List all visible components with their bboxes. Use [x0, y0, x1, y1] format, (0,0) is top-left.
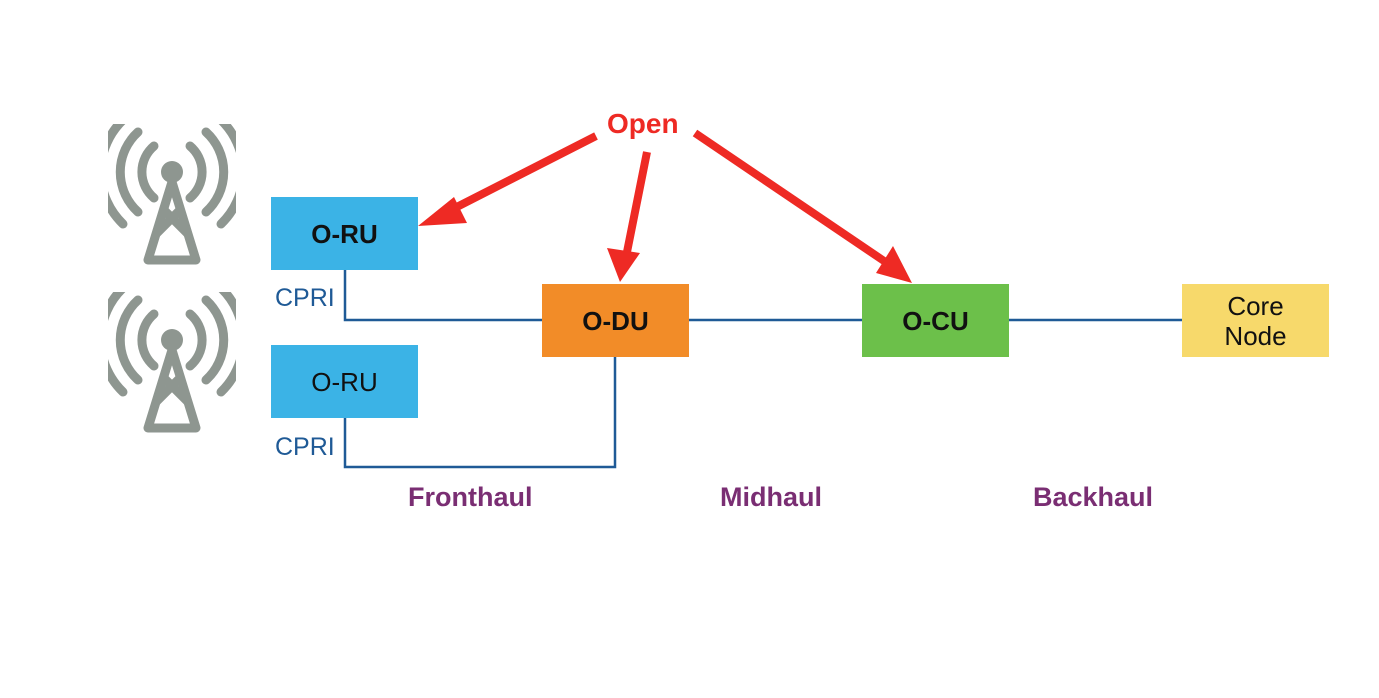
odu-node: O-DU — [542, 284, 689, 357]
open-arrow-to-oru — [418, 132, 598, 226]
open-arrow-to-odu — [607, 151, 651, 282]
open-label: Open — [607, 108, 679, 139]
oru-bottom-label: O-RU — [311, 366, 378, 397]
odu-label: O-DU — [582, 305, 649, 336]
backhaul-label: Backhaul — [1033, 482, 1154, 512]
oru-top-node: O-RU — [271, 197, 418, 270]
open-arrow-to-ocu — [692, 129, 912, 283]
cpri-link-bottom — [343, 357, 617, 469]
core-node: Core Node — [1182, 284, 1329, 357]
core-label-line1: Core — [1227, 290, 1284, 321]
cell-tower-icon — [108, 124, 236, 265]
midhaul-label: Midhaul — [720, 482, 822, 512]
core-label-line2: Node — [1224, 320, 1287, 351]
cpri-label-top: CPRI — [275, 284, 335, 312]
fronthaul-label: Fronthaul — [408, 482, 533, 512]
cpri-link-top — [343, 270, 542, 322]
cell-tower-icon — [108, 292, 236, 433]
ocu-node: O-CU — [862, 284, 1009, 357]
oru-bottom-node: O-RU — [271, 345, 418, 418]
oru-top-label: O-RU — [311, 218, 378, 249]
ocu-label: O-CU — [902, 305, 969, 336]
cpri-label-bottom: CPRI — [275, 433, 335, 461]
